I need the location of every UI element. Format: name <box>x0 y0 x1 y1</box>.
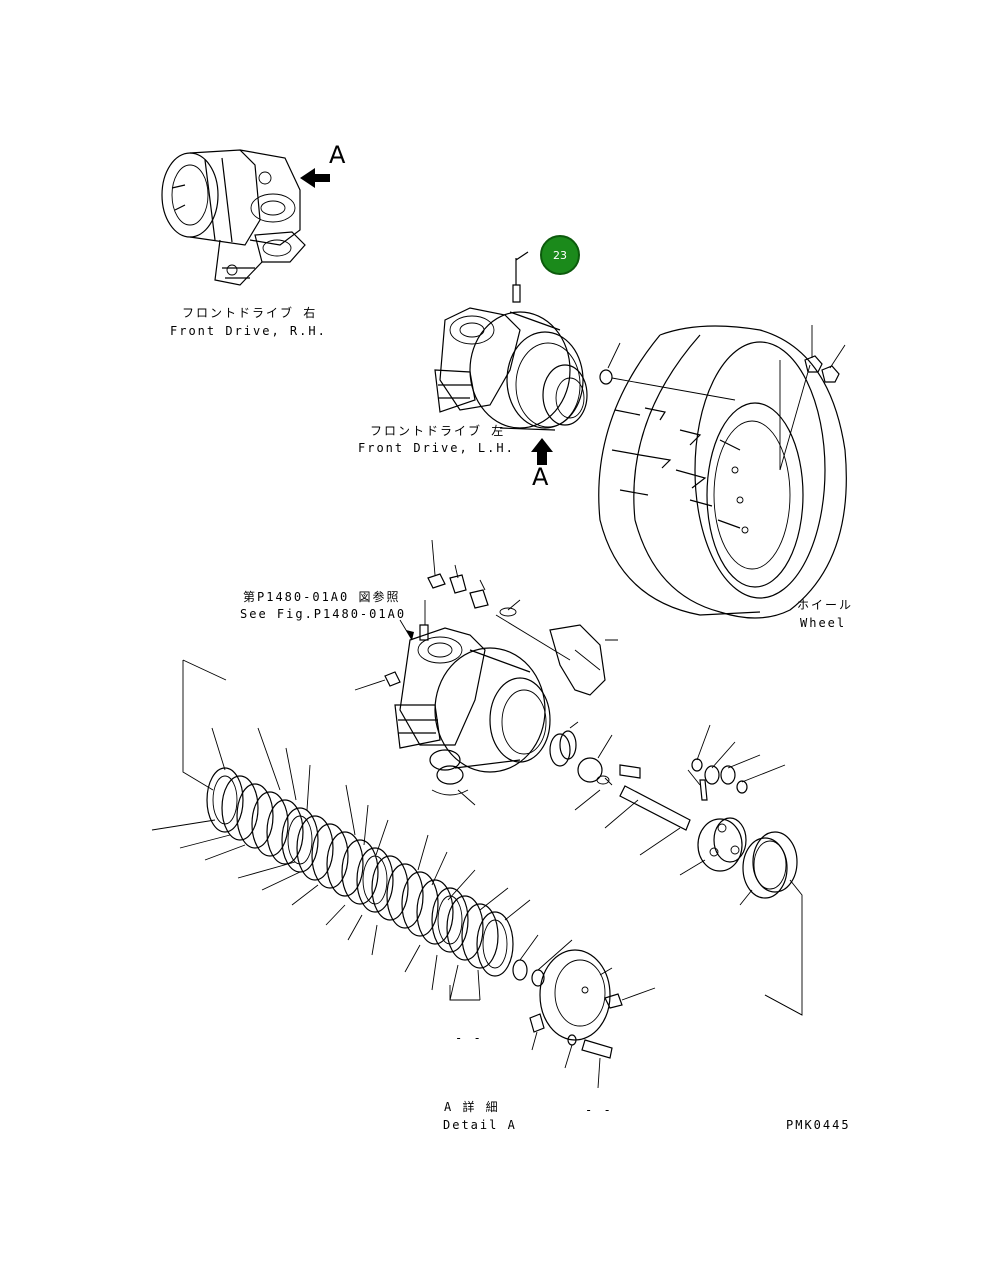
nut-1-drawing <box>804 355 823 373</box>
figure-code-label: PMK0445 <box>786 1118 851 1132</box>
arrow-a-mid-icon <box>531 438 553 465</box>
wheel-jp-label: ホイール <box>797 598 854 612</box>
ring-gear-drawing <box>739 831 803 1016</box>
disk-stack-drawing <box>151 659 531 1001</box>
wheel-en-label: Wheel <box>800 616 847 630</box>
front-drive-rh-drawing <box>161 149 306 286</box>
arrow-a-top-icon <box>300 168 330 188</box>
planet-carrier-drawing <box>679 769 747 876</box>
front-drive-rh-jp-label: フロントドライブ 右 <box>182 306 318 320</box>
final-drive-exploded-drawing <box>354 600 551 806</box>
front-drive-lh-jp-label: フロントドライブ 左 <box>370 424 506 438</box>
arrow-a-top-label: A <box>329 141 346 169</box>
cover-drawing <box>539 949 613 1041</box>
detail-a-jp-label: A 詳 細 <box>444 1100 500 1114</box>
front-drive-lh-en-label: Front Drive, L.H. <box>358 441 515 455</box>
wheel-drawing <box>598 325 847 619</box>
detail-a-en-label: Detail A <box>443 1118 517 1132</box>
see-fig-jp-label: 第P1480-01A0 図参照 <box>243 590 401 604</box>
callout-23-button[interactable]: 23 <box>540 235 580 275</box>
bracket-drawing <box>549 624 606 696</box>
shaft-drawing <box>619 785 691 831</box>
arrow-a-mid-label: A <box>532 463 549 491</box>
dash-left-label: - - <box>455 1031 483 1045</box>
callout-number: 23 <box>553 248 567 262</box>
dash-right-label: - - <box>585 1103 613 1117</box>
nut-2-drawing <box>821 365 840 383</box>
front-drive-lh-drawing <box>434 251 588 431</box>
see-fig-en-label: See Fig.P1480-01A0 <box>240 607 407 621</box>
washer-drawing <box>599 369 613 385</box>
front-drive-rh-en-label: Front Drive, R.H. <box>170 324 327 338</box>
